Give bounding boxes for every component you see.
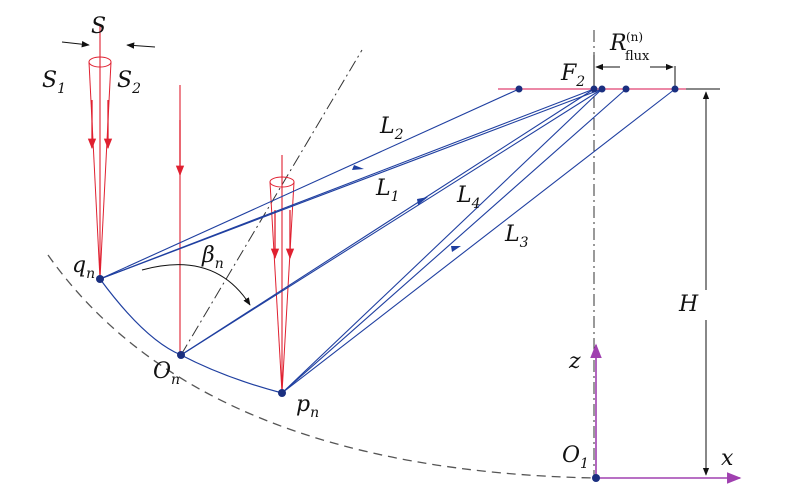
label-L3: L3 [504,222,529,251]
dashed-mirror-curve [47,254,596,479]
point-F2 [590,85,598,93]
sun-cone-right [269,155,295,394]
label-x: x [721,446,734,471]
s-dimension-left [61,41,90,48]
label-L1: L1 [375,176,400,205]
label-pn: pn [296,392,319,421]
label-H: H [678,292,699,317]
ray-arrowhead-l4 [417,197,428,205]
point-pn [278,389,286,397]
label-L2: L2 [379,114,404,143]
label-R-flux-sub: flux [625,49,650,64]
beta-angle-arc [141,264,251,306]
point-receiver-1 [515,85,523,93]
label-S: S [91,14,106,39]
s-dimension-right [126,42,156,49]
point-O1 [592,474,600,482]
ray-arrowhead-l1 [352,165,364,170]
label-S2: S2 [117,68,141,97]
point-receiver-4 [671,85,679,93]
label-S1: S1 [42,68,66,97]
point-receiver-2 [598,85,606,93]
label-L4: L4 [456,183,481,212]
point-receiver-3 [622,85,630,93]
label-qn: qn [72,253,95,282]
label-beta-n: βn [201,243,224,272]
label-R-flux: R [609,31,627,56]
label-O1: O1 [562,443,589,472]
point-qn [96,275,104,283]
ray-arrowhead-l3 [451,246,461,252]
label-F2: F2 [560,61,585,90]
point-On [177,351,185,359]
label-z: z [568,349,581,374]
facet-curve [99,278,283,394]
reflected-rays [99,88,676,394]
sun-cone-left [87,25,113,280]
label-On: On [153,359,180,388]
label-R-flux-sup: (n) [626,30,643,44]
